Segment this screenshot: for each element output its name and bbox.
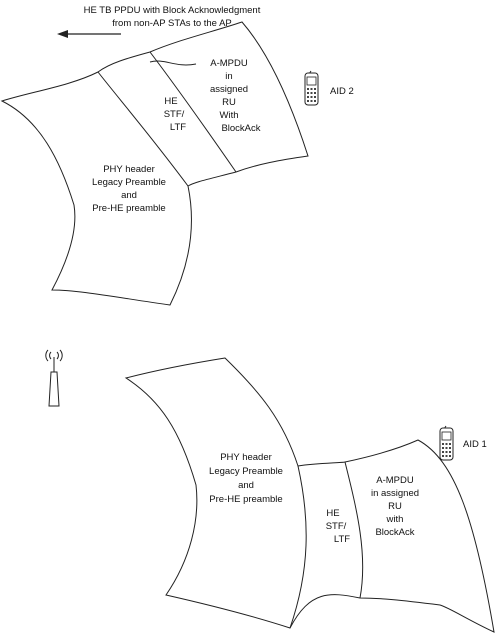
lower-phy-divider xyxy=(289,465,307,629)
lower-ltf-line: LTF xyxy=(334,534,350,545)
upper-phy-divider xyxy=(97,71,189,187)
upper-ppdu-flag: PHY header Legacy Preamble and Pre-HE pr… xyxy=(0,21,309,306)
lower-ltf-line: STF/ xyxy=(326,521,347,532)
upper-ampdu-text: A-MPDU in assigned RU With BlockAck xyxy=(210,58,261,134)
lower-phy-line: Legacy Preamble xyxy=(209,466,283,477)
lower-phy-line: and xyxy=(238,480,254,491)
lower-ampdu-text: A-MPDU in assigned RU with BlockAck xyxy=(371,475,419,538)
upper-ampdu-line: in xyxy=(225,71,232,82)
lower-ampdu-line: in assigned xyxy=(371,488,419,499)
lower-phy-line: PHY header xyxy=(220,452,272,463)
station-label-aid-1: AID 1 xyxy=(463,439,487,450)
lower-ppdu-flag: PHY header Legacy Preamble and Pre-HE pr… xyxy=(124,357,495,633)
lower-ampdu-line: A-MPDU xyxy=(376,475,414,486)
lower-ampdu-line: BlockAck xyxy=(375,527,414,538)
upper-phy-line: Pre-HE preamble xyxy=(92,203,165,214)
lower-flag-outline xyxy=(124,357,495,633)
upper-ltf-line: HE xyxy=(164,96,177,107)
upper-ampdu-line: RU xyxy=(222,97,236,108)
upper-phy-header-text: PHY header Legacy Preamble and Pre-HE pr… xyxy=(92,164,166,214)
lower-ampdu-line: with xyxy=(386,514,404,525)
title-line-1: HE TB PPDU with Block Acknowledgment xyxy=(84,5,261,16)
direction-arrow xyxy=(57,30,121,38)
upper-ltf-divider xyxy=(149,51,237,173)
station-aid-1 xyxy=(439,425,454,461)
title-block: HE TB PPDU with Block Acknowledgment fro… xyxy=(84,5,261,29)
mobile-phone-icon xyxy=(439,425,454,461)
mobile-phone-icon xyxy=(304,70,319,106)
upper-he-stf-ltf-text: HE STF/ LTF xyxy=(164,96,187,133)
title-line-2: from non-AP STAs to the AP xyxy=(112,18,232,29)
lower-ltf-divider xyxy=(344,461,364,599)
lower-ampdu-line: RU xyxy=(388,501,402,512)
lower-ltf-line: HE xyxy=(326,508,339,519)
upper-flag-outline xyxy=(0,21,309,306)
lower-he-stf-ltf-text: HE STF/ LTF xyxy=(326,508,351,545)
upper-flag-fold xyxy=(149,60,197,66)
antenna-tower-icon xyxy=(45,349,63,407)
station-aid-2 xyxy=(304,70,319,106)
upper-phy-line: and xyxy=(121,190,137,201)
upper-ltf-line: LTF xyxy=(170,122,186,133)
lower-phy-line: Pre-HE preamble xyxy=(209,494,282,505)
station-label-aid-2: AID 2 xyxy=(330,86,354,97)
upper-ampdu-line: BlockAck xyxy=(221,123,260,134)
upper-ampdu-line: A-MPDU xyxy=(210,58,248,69)
upper-ltf-line: STF/ xyxy=(164,109,185,120)
upper-phy-line: PHY header xyxy=(103,164,155,175)
upper-ampdu-line: With xyxy=(220,110,239,121)
lower-phy-header-text: PHY header Legacy Preamble and Pre-HE pr… xyxy=(209,452,283,505)
upper-phy-line: Legacy Preamble xyxy=(92,177,166,188)
upper-ampdu-line: assigned xyxy=(210,84,248,95)
